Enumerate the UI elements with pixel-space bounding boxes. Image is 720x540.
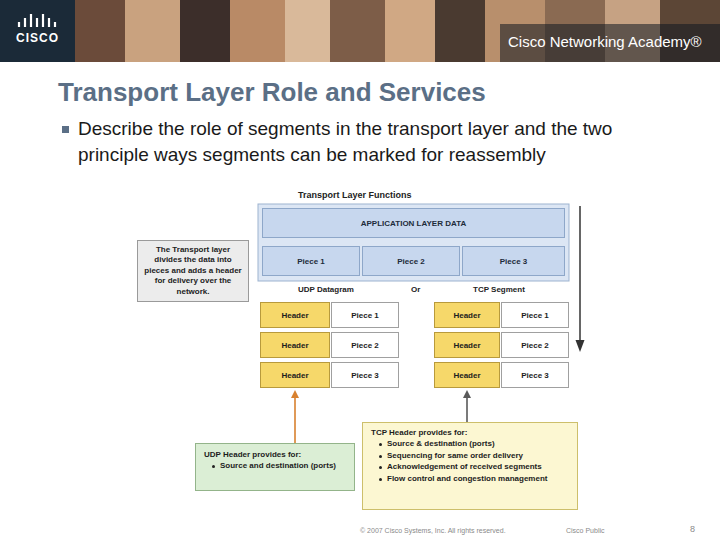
piece-cell: Piece 3 xyxy=(331,362,399,388)
bullet-item: Flow control and congestion management xyxy=(379,474,569,484)
copyright-note: © 2007 Cisco Systems, Inc. All rights re… xyxy=(360,527,506,534)
bullet-dot xyxy=(379,455,382,458)
logo-bars xyxy=(19,14,55,27)
box-text: Piece 3 xyxy=(351,371,379,380)
connector-line xyxy=(294,397,296,443)
brand-text: Cisco Networking Academy® xyxy=(508,33,702,50)
piece-cell: Piece 1 xyxy=(501,302,569,328)
header-cell: Header xyxy=(260,332,330,358)
box-text: APPLICATION LAYER DATA xyxy=(361,219,466,228)
piece-cell: Piece 1 xyxy=(331,302,399,328)
bullet-square xyxy=(62,126,69,133)
tcp-note-box: TCP Header provides for:Source & destina… xyxy=(362,422,578,510)
box-text: Header xyxy=(453,311,480,320)
bullet-dot xyxy=(379,466,382,469)
photo-strip xyxy=(125,0,180,62)
udp-note-box: UDP Header provides for:Source and desti… xyxy=(195,443,355,491)
bullet-text: Sequencing for same order delivery xyxy=(387,451,523,461)
box-text: Header xyxy=(281,371,308,380)
bullet-text: Describe the role of segments in the tra… xyxy=(78,116,658,168)
box-text: Piece 1 xyxy=(521,311,549,320)
box-text: Piece 2 xyxy=(351,341,379,350)
bullet-item: Source and destination (ports) xyxy=(212,461,346,471)
box-text: Piece 1 xyxy=(351,311,379,320)
header-cell: Header xyxy=(434,302,500,328)
piece-box: Piece 1 xyxy=(262,246,360,276)
bullet-text: Source and destination (ports) xyxy=(220,461,336,471)
flow-arrowhead xyxy=(576,340,585,352)
logo-text: CISCO xyxy=(16,31,59,45)
connector xyxy=(291,390,299,443)
box-text: Piece 3 xyxy=(500,257,528,266)
note-box: The Transport layer divides the data int… xyxy=(137,240,249,302)
box-text: Piece 1 xyxy=(297,257,325,266)
photo-strip xyxy=(385,0,435,62)
piece-cell: Piece 2 xyxy=(501,332,569,358)
connector-line xyxy=(466,397,468,422)
header-cell: Header xyxy=(260,302,330,328)
photo-strip xyxy=(330,0,385,62)
photo-strip xyxy=(435,0,485,62)
bullet-dot xyxy=(212,465,215,468)
data-panel xyxy=(258,204,569,281)
photo-strip xyxy=(285,0,330,62)
bullet-dot xyxy=(379,443,382,446)
text-shade xyxy=(500,24,720,62)
bullet-text: Flow control and congestion management xyxy=(387,474,547,484)
box-text: Header xyxy=(453,371,480,380)
box-text: Piece 2 xyxy=(397,257,425,266)
page-number: 8 xyxy=(690,524,695,534)
photo-strip xyxy=(180,0,230,62)
box-text: Header xyxy=(281,311,308,320)
flow-arrow xyxy=(579,206,581,342)
box-text: Header xyxy=(281,341,308,350)
box-text: TCP Header provides for: xyxy=(371,428,569,438)
figure-title: Transport Layer Functions xyxy=(298,190,412,200)
photo-strip xyxy=(75,0,125,62)
arrowhead xyxy=(463,390,471,398)
box-text: UDP Header provides for: xyxy=(204,450,346,460)
bullet-item: Sequencing for same order delivery xyxy=(379,451,569,461)
slide-title: Transport Layer Role and Services xyxy=(58,77,486,108)
bullet-item: Acknowledgement of received segments xyxy=(379,462,569,472)
piece-box: Piece 2 xyxy=(362,246,460,276)
bullet-text: Acknowledgement of received segments xyxy=(387,462,542,472)
piece-cell: Piece 3 xyxy=(501,362,569,388)
box-text: Header xyxy=(453,341,480,350)
column-label: TCP Segment xyxy=(473,285,525,294)
header-cell: Header xyxy=(434,362,500,388)
bullet-dot xyxy=(379,478,382,481)
photo-strip xyxy=(230,0,285,62)
box-text: The Transport layer divides the data int… xyxy=(142,245,244,297)
piece-cell: Piece 2 xyxy=(331,332,399,358)
bullet-item: Source & destination (ports) xyxy=(379,439,569,449)
banner-ground xyxy=(0,0,720,62)
bullet-text: Source & destination (ports) xyxy=(387,439,495,449)
arrowhead xyxy=(291,390,299,398)
connector xyxy=(463,390,471,422)
piece-box: Piece 3 xyxy=(462,246,565,276)
box-text: Piece 2 xyxy=(521,341,549,350)
classification-note: Cisco Public xyxy=(566,527,605,534)
column-label: UDP Datagram xyxy=(298,285,354,294)
box-text: Piece 3 xyxy=(521,371,549,380)
data-band: APPLICATION LAYER DATA xyxy=(262,208,565,238)
column-label: Or xyxy=(411,285,420,294)
header-cell: Header xyxy=(434,332,500,358)
header-cell: Header xyxy=(260,362,330,388)
